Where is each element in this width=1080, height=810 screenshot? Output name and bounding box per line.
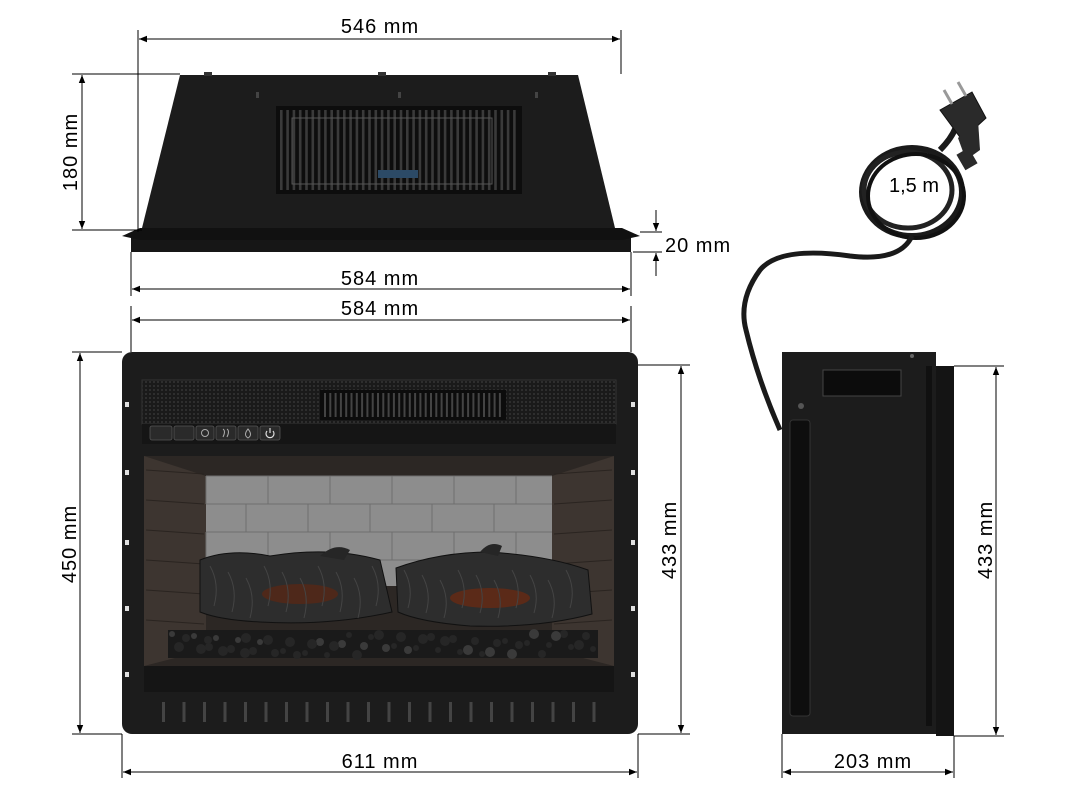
top-base-width-label: 584 mm <box>341 268 419 290</box>
side-top-handle <box>822 369 902 397</box>
front-inner-height-label: 433 mm <box>659 501 681 579</box>
flange-thickness-label: 20 mm <box>665 235 731 257</box>
log-set <box>199 544 593 627</box>
vent-slot <box>510 702 514 722</box>
side-view-front-frame <box>936 366 954 736</box>
vent-slot <box>531 702 534 722</box>
front-total-height-label: 450 mm <box>59 505 81 583</box>
top-height-label: 180 mm <box>60 113 82 191</box>
bottom-vents <box>162 702 596 722</box>
heater-grille <box>276 106 522 194</box>
timer-icon[interactable] <box>195 425 215 441</box>
vent-slot <box>244 702 247 722</box>
vent-slot <box>387 702 391 722</box>
vent-slot <box>264 702 268 722</box>
top-view: 546 mm 180 mm 20 mm 584 mm <box>60 16 731 296</box>
ember-glow-left <box>262 584 338 604</box>
cord-length-label: 1,5 m <box>889 175 939 197</box>
power-cord: 1,5 m <box>741 81 987 432</box>
side-depth-label: 203 mm <box>834 751 912 773</box>
front-total-width-label: 611 mm <box>342 751 419 773</box>
vent-slot <box>490 702 493 722</box>
vent-slot <box>367 702 370 722</box>
firebox <box>144 456 614 666</box>
power-icon[interactable] <box>259 425 281 441</box>
top-width-label: 546 mm <box>341 16 419 38</box>
side-view: 433 mm 203 mm <box>781 352 1004 778</box>
vent-slot <box>408 702 411 722</box>
front-inner-width-label: 584 mm <box>341 298 419 320</box>
side-handle-slot <box>789 419 811 717</box>
vent-slot <box>326 702 329 722</box>
vent-slot <box>551 702 555 722</box>
plug-icon <box>939 81 987 171</box>
vent-slot <box>162 702 165 722</box>
vent-slot <box>449 702 452 722</box>
brightness-icon[interactable] <box>173 425 195 441</box>
vent-slot <box>285 702 288 722</box>
vent-slot <box>469 702 473 722</box>
vent-slot <box>346 702 350 722</box>
side-height-label: 433 mm <box>975 501 997 579</box>
front-view: 584 mm <box>59 298 690 778</box>
vent-slot <box>182 702 186 722</box>
vent-slot <box>223 702 227 722</box>
vent-slot <box>305 702 309 722</box>
vent-slot <box>572 702 575 722</box>
heat-icon[interactable] <box>215 425 237 441</box>
control-panel <box>149 425 281 441</box>
vent-slot <box>428 702 432 722</box>
flame-icon[interactable] <box>237 425 259 441</box>
vent-slot <box>592 702 596 722</box>
ember-glow-right <box>450 588 530 608</box>
vent-slot <box>203 702 206 722</box>
remote-sensor-icon <box>149 425 173 441</box>
